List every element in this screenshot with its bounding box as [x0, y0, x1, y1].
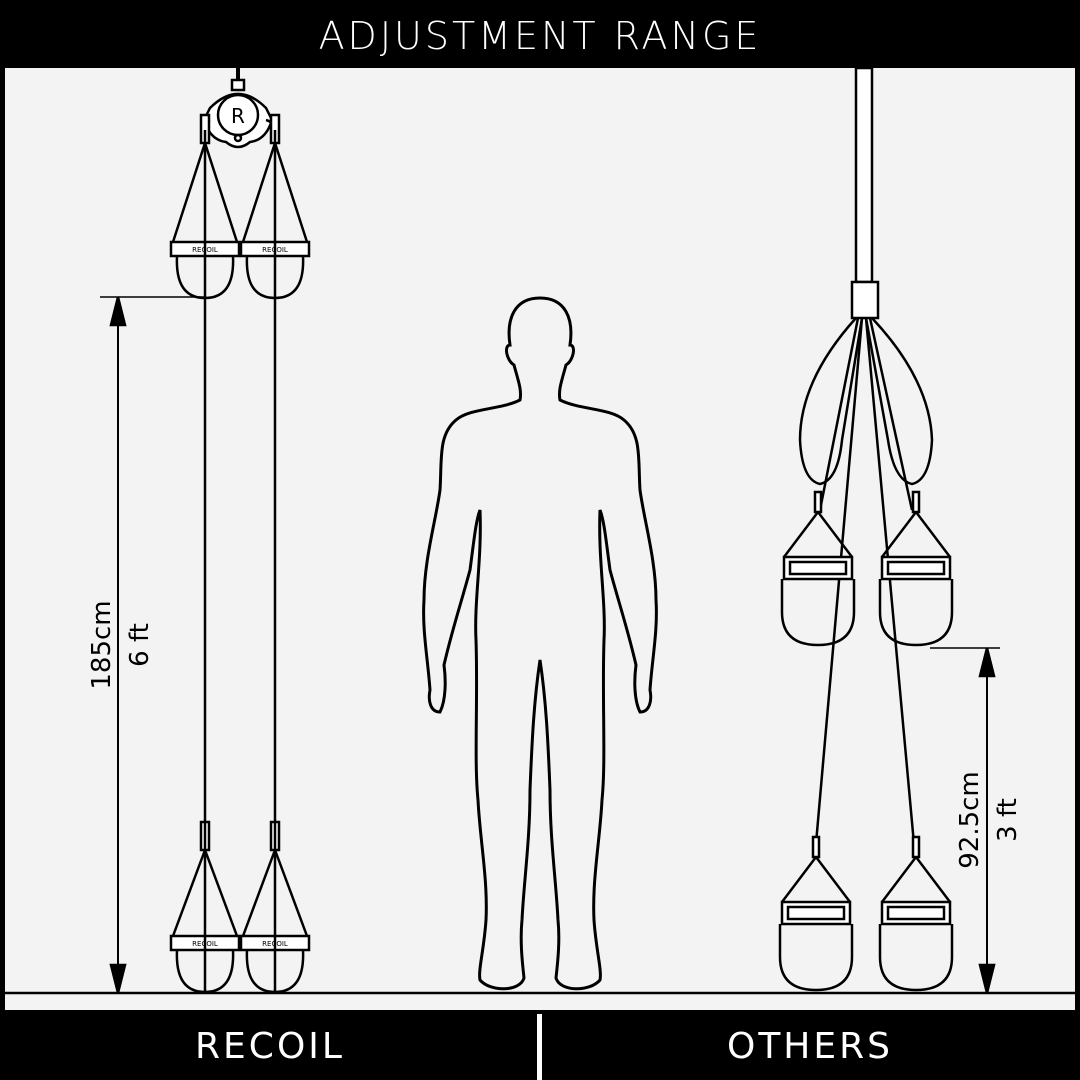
strap-handle	[878, 835, 954, 992]
divider	[537, 1014, 542, 1080]
recoil-height-ft: 6 ft	[125, 623, 155, 667]
header-bar: ADJUSTMENT RANGE	[0, 0, 1080, 68]
recoil-dimension	[90, 296, 205, 994]
left-border	[0, 68, 5, 1010]
human-silhouette	[422, 296, 658, 991]
svg-text:R: R	[231, 104, 245, 128]
footer-bar: RECOIL OTHERS	[0, 1010, 1080, 1080]
others-dimension	[930, 647, 1000, 994]
anchor-pole	[854, 66, 874, 284]
strap-handle	[778, 835, 854, 992]
recoil-height-cm: 185cm	[87, 600, 117, 689]
strap-handle	[780, 490, 856, 647]
recoil-label: RECOIL	[195, 1026, 345, 1067]
strap-handle	[878, 490, 954, 647]
others-label: OTHERS	[726, 1026, 893, 1067]
right-border	[1075, 68, 1080, 1010]
page-title: ADJUSTMENT RANGE	[318, 14, 762, 58]
others-height-cm: 92.5cm	[955, 771, 985, 869]
others-height-ft: 3 ft	[993, 798, 1023, 842]
others-system	[778, 66, 954, 992]
